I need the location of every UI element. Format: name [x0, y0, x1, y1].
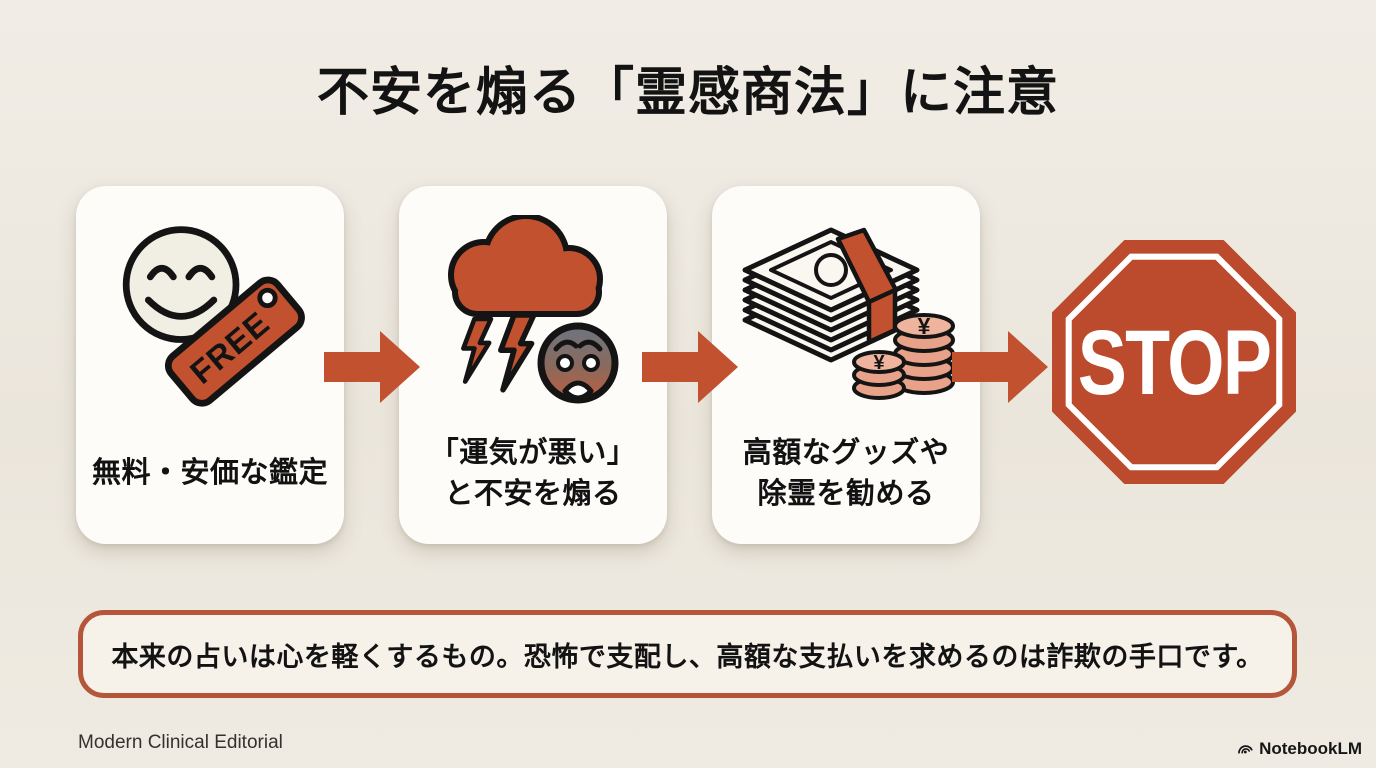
storm-worried-icon-svg [448, 215, 619, 404]
smiley-eye-left [146, 264, 177, 281]
notebooklm-label: NotebookLM [1259, 739, 1362, 758]
lightning-bolt [461, 316, 494, 384]
money-band-tail [866, 287, 898, 345]
notebooklm-logo: NotebookLM [1236, 739, 1362, 759]
tag-hole [257, 287, 278, 309]
free-price-tag: FREE [164, 276, 305, 407]
worried-mouth [562, 380, 594, 401]
arrow-right-icon [324, 331, 420, 403]
smiley-free-tag-icon: FREE [104, 200, 316, 428]
yen-symbol: ¥ [918, 313, 931, 339]
stop-sign: STOP [1050, 238, 1298, 486]
stop-label: STOP [1078, 311, 1271, 414]
coin-stack-short: ¥ [852, 350, 906, 400]
stop-octagon-icon: STOP [1052, 240, 1296, 484]
step-label: 無料・安価な鑑定 [91, 457, 328, 490]
step-label: 高額なグッズや 除霊を勧める [742, 436, 950, 510]
footer-credit: Modern Clinical Editorial [78, 732, 283, 753]
arrow-right-icon [952, 331, 1048, 403]
step-card-fear-mongering: 「運気が悪い」 と不安を煽る [399, 186, 667, 544]
smiley-mouth [144, 296, 218, 320]
yen-symbol: ¥ [873, 352, 885, 374]
warning-note-text: 本来の占いは心を軽くするもの。恐怖で支配し、高額な支払いを求めるのは詐欺の手口で… [111, 641, 1264, 672]
notebooklm-icon [1238, 745, 1253, 754]
banknote-stack [742, 227, 920, 363]
warning-note: 本来の占いは心を軽くするもの。恐怖で支配し、高額な支払いを求めるのは詐欺の手口で… [78, 610, 1297, 698]
smiley-face [122, 226, 240, 343]
coin-stack-tall: ¥ [893, 313, 955, 395]
page-title: 不安を煽る「霊感商法」に注意 [316, 64, 1059, 122]
step-card-free-reading: FREE 無料・安価な鑑定 [76, 186, 344, 544]
smiley-eye-right [185, 264, 216, 281]
smiley-free-tag-icon-svg: FREE [122, 226, 305, 407]
storm-cloud-worried-face-icon [428, 200, 638, 428]
step-card-expensive-goods: ¥ ¥ 高額なグッズや 除霊を勧める [712, 186, 980, 544]
money-icon-svg: ¥ ¥ [742, 227, 955, 400]
worried-face [537, 322, 619, 404]
arrow-right-icon [642, 331, 738, 403]
lightning-bolt [498, 312, 537, 393]
money-stack-yen-coins-icon: ¥ ¥ [731, 200, 961, 428]
step-label: 「運気が悪い」 と不安を煽る [429, 436, 637, 510]
